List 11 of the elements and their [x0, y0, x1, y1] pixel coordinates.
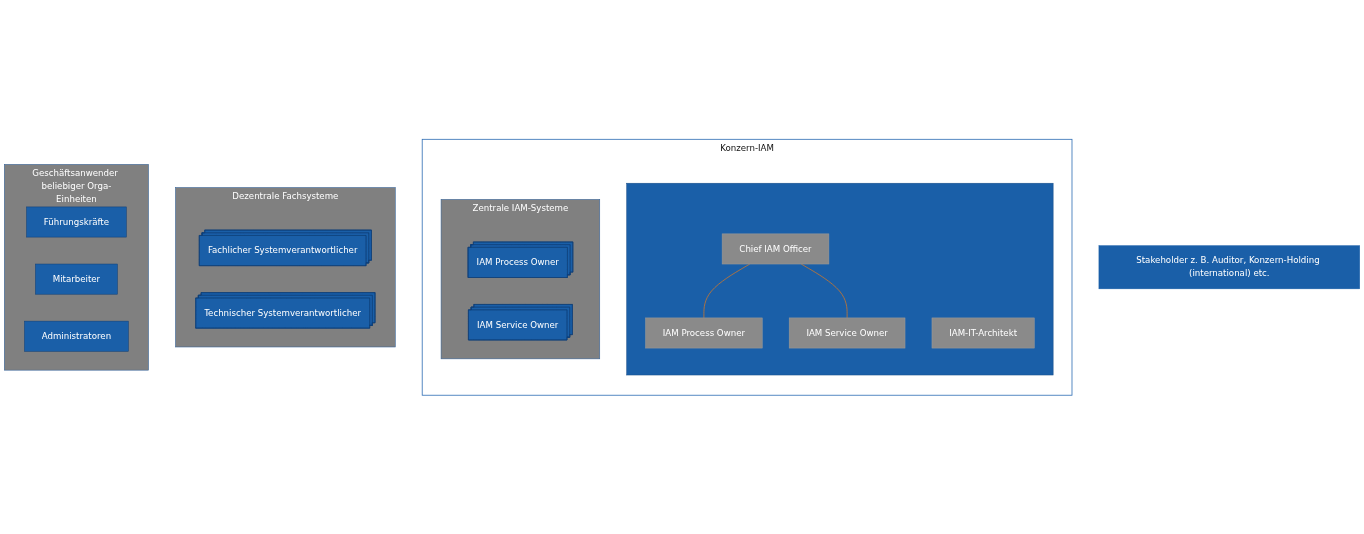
cluster [626, 182, 1054, 375]
node-box: IAM Process Owner [645, 317, 763, 349]
connector [703, 263, 751, 319]
node-box: Chief IAM Officer [721, 233, 830, 265]
node-box: Führungskräfte [26, 206, 127, 238]
connector [800, 263, 848, 319]
node-box: Mitarbeiter [35, 263, 118, 295]
node-box: Administratoren [24, 320, 129, 352]
node-box: IAM-IT-Architekt [931, 317, 1035, 349]
node-box: IAM Service Owner [788, 317, 906, 349]
node-box: Stakeholder z. B. Auditor, Konzern-Holding (international) etc. [1098, 245, 1360, 289]
